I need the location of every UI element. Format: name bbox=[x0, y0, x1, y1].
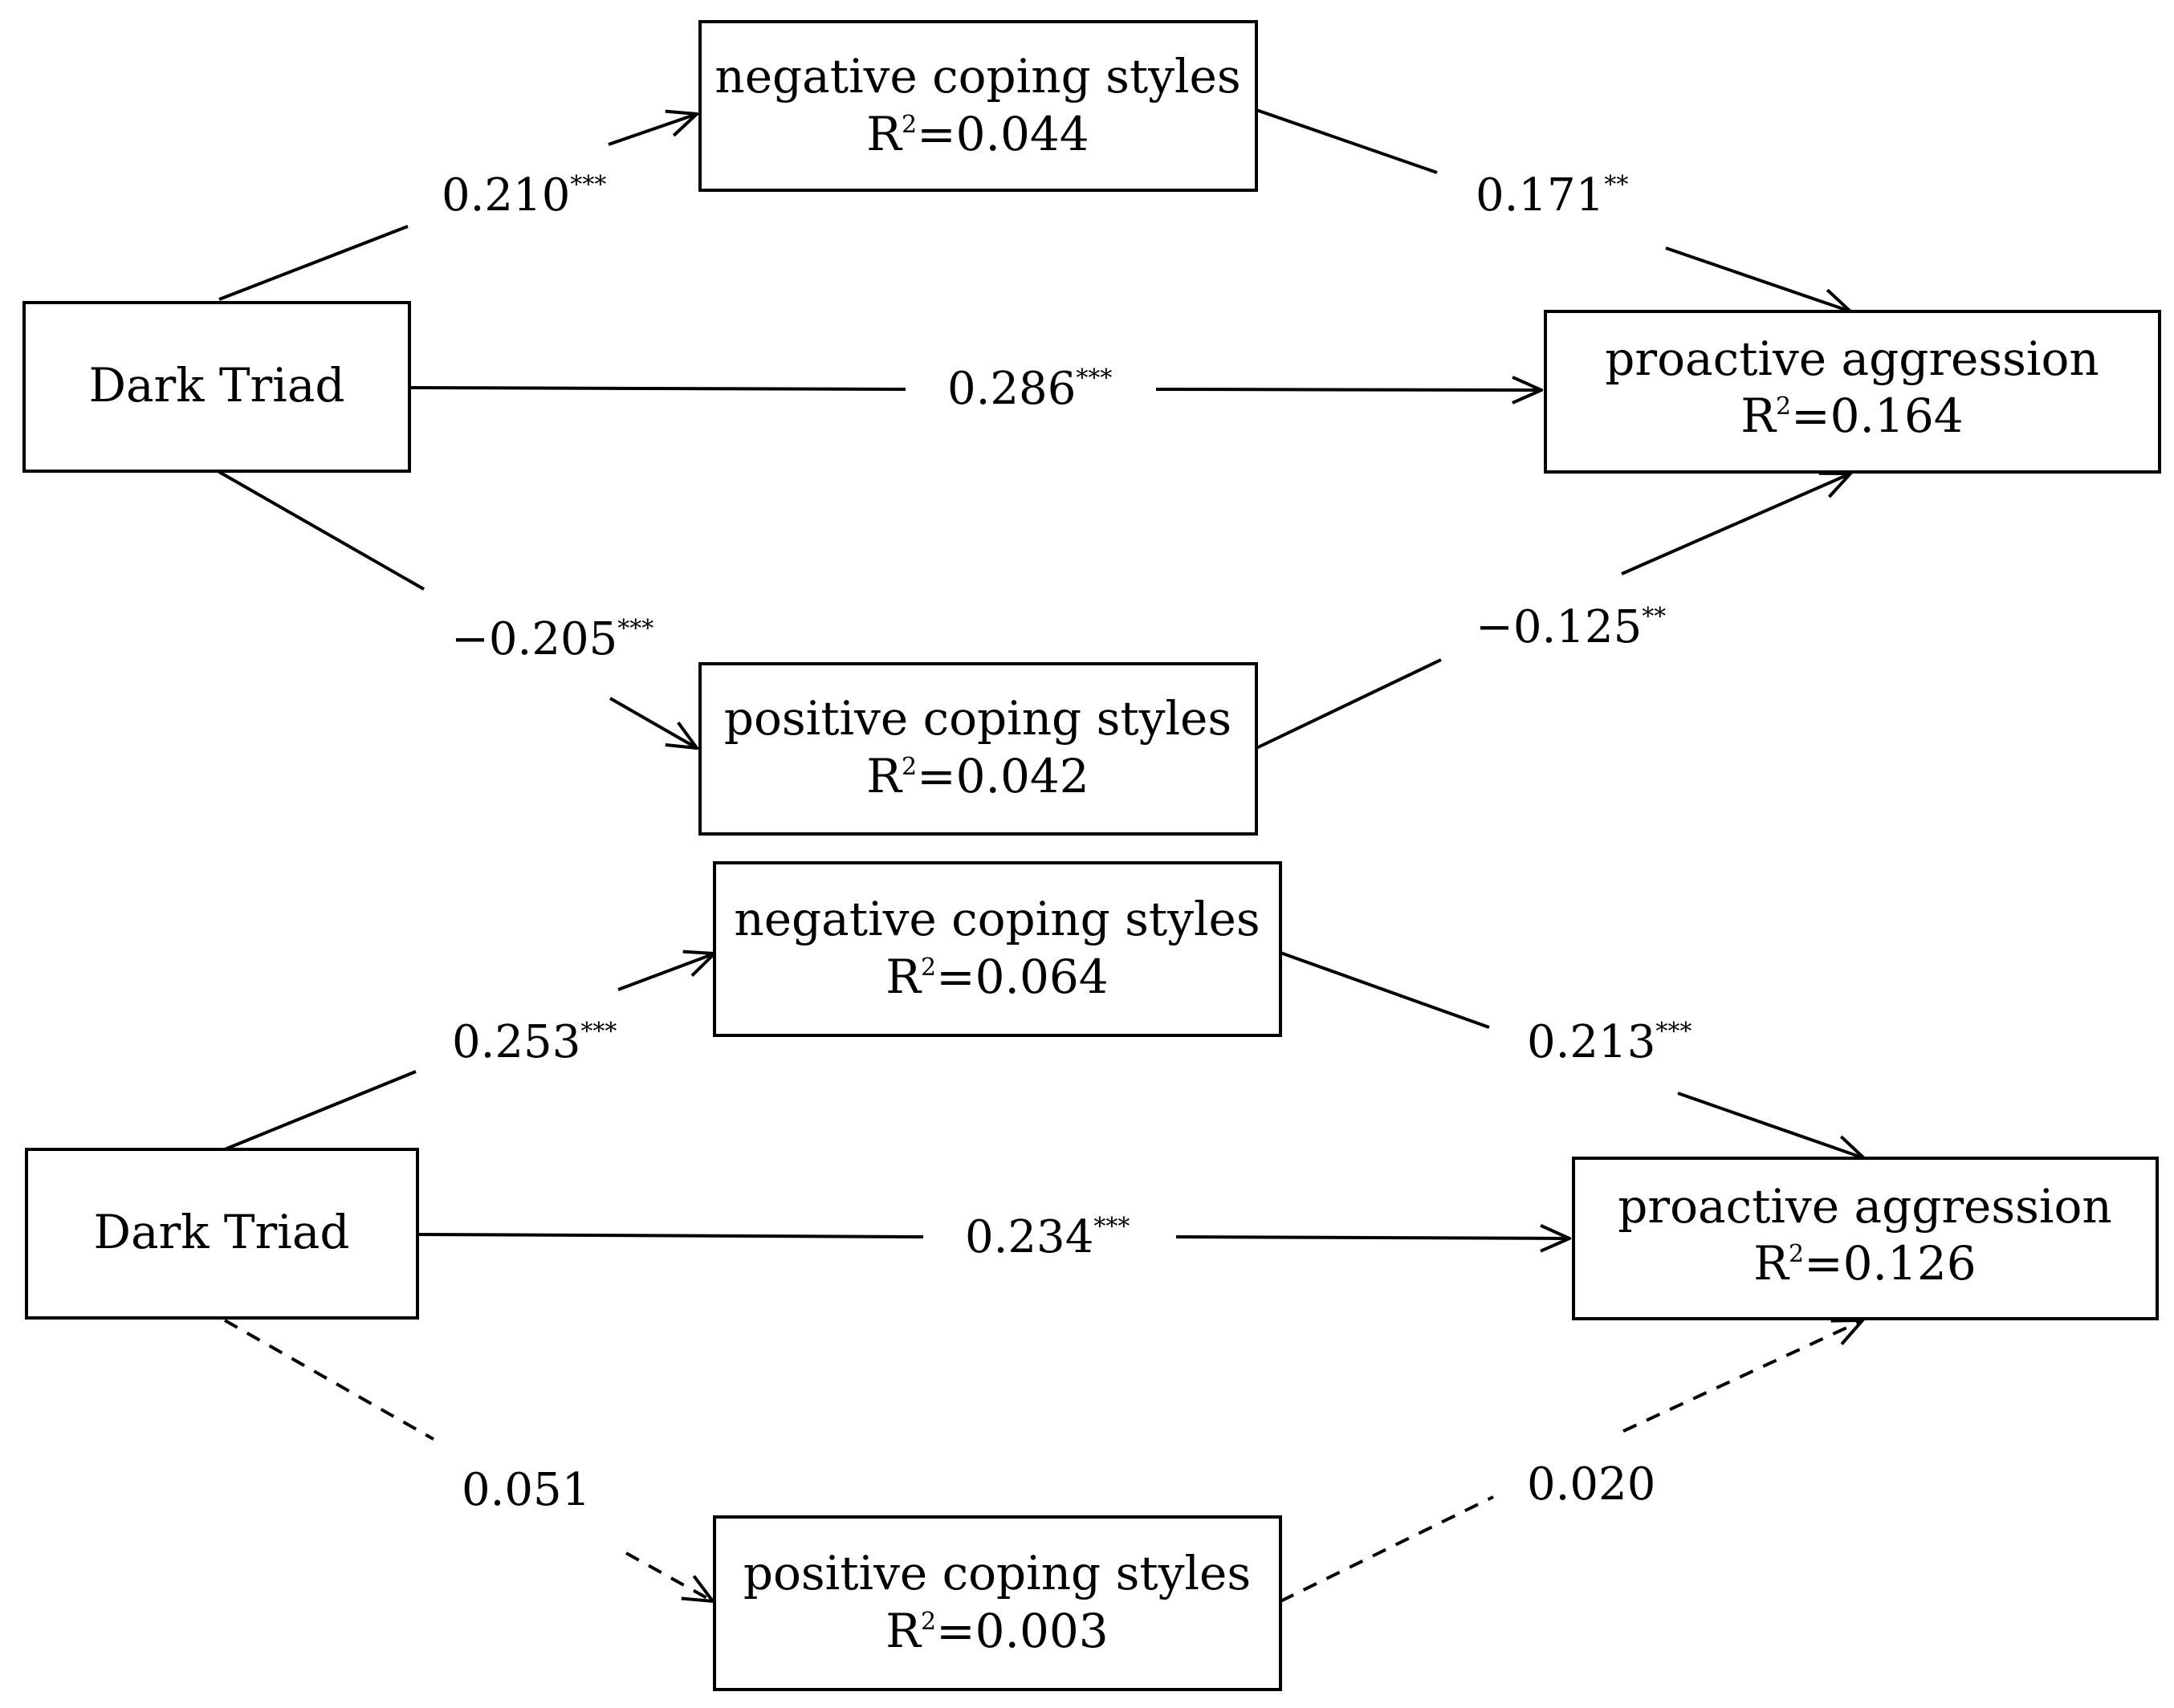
path-predictor-to-negative-segment-1 bbox=[224, 1070, 417, 1151]
node-dark-triad: Dark Triad bbox=[22, 301, 411, 473]
node-label: positive coping styles bbox=[724, 691, 1232, 746]
node-r2: R2=0.003 bbox=[885, 1604, 1108, 1658]
node-r2: R2=0.044 bbox=[866, 107, 1089, 161]
path-negative-to-outcome-segment-1 bbox=[1280, 951, 1490, 1029]
path-predictor-to-outcome-segment-1 bbox=[417, 1233, 924, 1238]
path-positive-to-outcome-segment-1 bbox=[1280, 1495, 1494, 1603]
node-proactive-aggression: proactive aggression R2=0.126 bbox=[1572, 1157, 2159, 1320]
node-label: proactive aggression bbox=[1605, 331, 2099, 386]
node-label: positive coping styles bbox=[743, 1546, 1251, 1600]
path-predictor-to-negative-segment-1 bbox=[218, 225, 409, 301]
path-predictor-to-positive-segment-2 bbox=[625, 1551, 713, 1601]
path-predictor-to-negative-segment-2 bbox=[617, 954, 714, 991]
path-negative-to-outcome-segment-2 bbox=[1665, 246, 1850, 311]
node-positive-coping: positive coping styles R2=0.003 bbox=[713, 1515, 1282, 1691]
path-predictor-to-outcome-segment-2 bbox=[1175, 1237, 1569, 1238]
node-dark-triad: Dark Triad bbox=[25, 1148, 419, 1320]
node-label: negative coping styles bbox=[714, 49, 1240, 104]
node-r2: R2=0.126 bbox=[1753, 1236, 1976, 1291]
path-positive-to-outcome-segment-2 bbox=[1621, 474, 1850, 575]
model-1: Dark Triad negative coping styles R2=0.0… bbox=[22, 20, 2161, 836]
coef-predictor-to-positive: −0.205*** bbox=[451, 613, 653, 665]
path-predictor-to-positive-segment-2 bbox=[609, 697, 697, 748]
coef-predictor-to-negative: 0.210*** bbox=[442, 169, 606, 222]
coef-predictor-to-negative: 0.253*** bbox=[452, 1016, 617, 1068]
node-r2: R2=0.042 bbox=[866, 749, 1089, 803]
node-negative-coping: negative coping styles R2=0.044 bbox=[698, 20, 1258, 192]
node-label: Dark Triad bbox=[88, 358, 344, 413]
node-label: proactive aggression bbox=[1618, 1179, 2111, 1234]
path-negative-to-outcome-segment-1 bbox=[1256, 108, 1438, 174]
path-positive-to-outcome-segment-1 bbox=[1256, 658, 1442, 750]
node-r2: R2=0.064 bbox=[885, 950, 1108, 1004]
node-negative-coping: negative coping styles R2=0.064 bbox=[713, 861, 1282, 1037]
path-positive-to-outcome-segment-2 bbox=[1622, 1320, 1863, 1433]
node-proactive-aggression: proactive aggression R2=0.164 bbox=[1544, 310, 2161, 474]
path-negative-to-outcome-segment-2 bbox=[1677, 1092, 1864, 1158]
coef-predictor-to-positive: 0.051 bbox=[462, 1464, 590, 1516]
coef-negative-to-outcome: 0.213*** bbox=[1527, 1016, 1692, 1068]
path-predictor-to-negative-segment-2 bbox=[608, 114, 697, 146]
path-predictor-to-outcome-segment-1 bbox=[409, 386, 906, 391]
node-label: negative coping styles bbox=[734, 892, 1260, 946]
path-predictor-to-positive-segment-1 bbox=[218, 470, 425, 591]
path-predictor-to-outcome-segment-2 bbox=[1155, 389, 1541, 390]
coef-negative-to-outcome: 0.171** bbox=[1476, 169, 1628, 222]
path-predictor-to-positive-segment-1 bbox=[224, 1319, 434, 1441]
coef-positive-to-outcome: 0.020 bbox=[1527, 1458, 1655, 1511]
coef-predictor-to-outcome: 0.234*** bbox=[965, 1211, 1130, 1263]
node-label: Dark Triad bbox=[93, 1205, 349, 1259]
node-positive-coping: positive coping styles R2=0.042 bbox=[698, 662, 1258, 836]
coef-predictor-to-outcome: 0.286*** bbox=[947, 363, 1112, 415]
coef-positive-to-outcome: −0.125** bbox=[1476, 601, 1666, 653]
node-r2: R2=0.164 bbox=[1740, 388, 1963, 443]
model-2: Dark Triad negative coping styles R2=0.0… bbox=[25, 861, 2159, 1691]
